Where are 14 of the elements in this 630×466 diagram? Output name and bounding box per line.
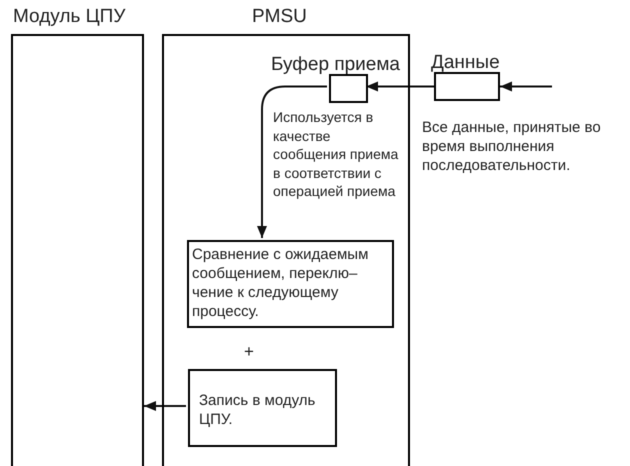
process-box — [188, 369, 337, 447]
box-heading: Данные — [431, 52, 500, 74]
box-heading: PMSU — [252, 6, 307, 28]
arrow — [144, 401, 186, 411]
arrow — [257, 86, 327, 238]
box-text: Запись в модуль ЦПУ. — [199, 391, 316, 429]
plus-sign: + — [244, 341, 254, 363]
box-text: Сравнение с ожидаемым сообщением, переклю–чение к следующему процессу. — [192, 245, 370, 321]
box-heading: Буфер приема — [270, 54, 400, 76]
process-box — [187, 240, 394, 328]
arrow — [366, 82, 434, 92]
arrow — [500, 82, 552, 92]
note-text: Все данные, принятые во время выполнения последовательности. — [422, 118, 602, 175]
box-heading: Модуль ЦПУ — [13, 6, 126, 28]
